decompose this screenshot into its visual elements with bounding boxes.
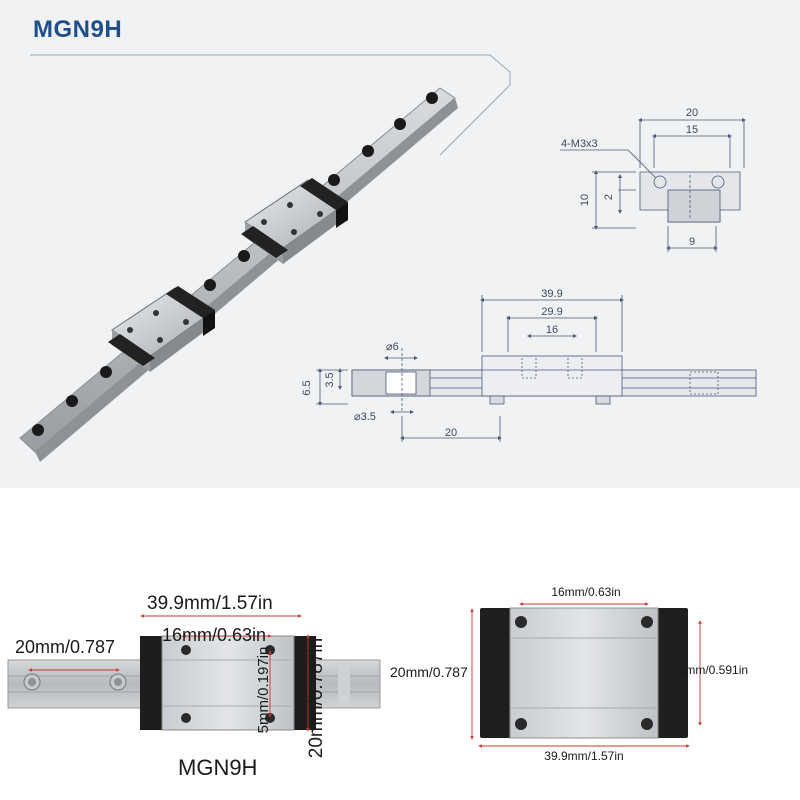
bl-hole-pitch-label: 16mm/0.63in: [162, 625, 266, 645]
rail-3d-photo: [19, 87, 458, 462]
dim-width-outer: 20: [686, 107, 698, 119]
dim-width-inner: 15: [686, 124, 698, 136]
bl-caption: MGN9H: [178, 755, 257, 780]
bottom-left-photo: [7, 614, 381, 732]
br-top-label: 16mm/0.63in: [551, 585, 620, 599]
bl-offset-label: 5mm/0.197in: [255, 647, 272, 734]
br-right-label: 15mm/0.591in: [672, 663, 748, 677]
title-leader: [30, 54, 511, 156]
bottom-left-labels: 39.9mm/1.57in 16mm/0.63in 20mm/0.787 5mm…: [15, 593, 327, 780]
bl-rail-pitch-label: 20mm/0.787: [15, 637, 115, 657]
dim-rail-width: 9: [689, 236, 695, 248]
dim-rail-height: 3.5: [324, 372, 336, 387]
dim-thread-callout: 4-M3x3: [561, 138, 598, 150]
product-title: MGN9H: [33, 16, 123, 43]
carriage-block-lower: [108, 286, 215, 372]
dim-offset: 2: [603, 194, 615, 200]
side-view-labels: 39.9 29.9 16 ⌀6 6.5 3.5 ⌀3.5 20: [301, 288, 563, 439]
side-view-drawing: [316, 295, 757, 442]
carriage-block-upper: [241, 178, 348, 264]
bl-length-label: 39.9mm/1.57in: [147, 593, 273, 614]
dim-height: 10: [579, 194, 591, 206]
bottom-right-labels: 16mm/0.63in 20mm/0.787 15mm/0.591in 39.9…: [390, 585, 748, 763]
dim-inner-length: 29.9: [541, 306, 562, 318]
dim-block-length: 39.9: [541, 288, 562, 300]
dim-hole-pitch: 16: [546, 324, 558, 336]
bl-width-label: 20mm/0.787in: [306, 638, 327, 758]
bottom-right-photo: [470, 602, 702, 748]
front-section-labels: 20 15 4-M3x3 10 2 9: [561, 107, 698, 248]
top-panel: [0, 0, 800, 488]
dim-rail-pitch: 20: [445, 427, 457, 439]
dim-hole-dia: ⌀6: [386, 341, 399, 353]
dim-total-height: 6.5: [301, 380, 313, 395]
front-section-drawing: [560, 118, 746, 252]
br-bottom-label: 39.9mm/1.57in: [544, 749, 623, 763]
dim-bolt-dia: ⌀3.5: [354, 411, 376, 423]
br-left-label: 20mm/0.787: [390, 664, 468, 680]
